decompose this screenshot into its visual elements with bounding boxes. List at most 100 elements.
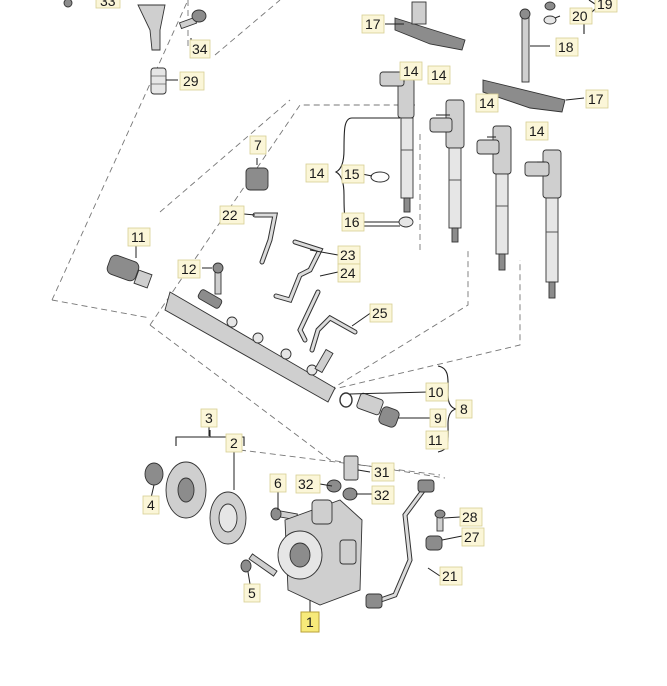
svg-text:34: 34 (192, 41, 208, 57)
callout-21: 21 (439, 566, 463, 586)
callout-29: 29 (179, 71, 205, 91)
brace-3 (175, 430, 245, 446)
callout-14-b: 14 (427, 65, 451, 85)
svg-text:12: 12 (181, 261, 197, 277)
fuel-rail (164, 289, 336, 403)
callout-17-right: 17 (585, 89, 609, 109)
svg-text:10: 10 (428, 384, 444, 400)
callout-3: 3 (200, 408, 218, 428)
part-33-bracket (63, 0, 166, 51)
parts-31-32 (326, 455, 359, 501)
callout-4: 4 (142, 495, 160, 515)
callout-labels: 33 34 29 17 20 19 18 17 14 14 14 14 14 7… (95, 0, 618, 633)
svg-text:19: 19 (597, 0, 613, 12)
high-pressure-pump (277, 499, 363, 606)
leader-lines (135, 15, 585, 612)
svg-text:7: 7 (254, 137, 262, 153)
bolt-18 (519, 8, 531, 83)
svg-text:32: 32 (374, 487, 390, 503)
svg-text:6: 6 (274, 475, 282, 491)
callout-10: 10 (425, 382, 449, 402)
svg-text:5: 5 (248, 585, 256, 601)
svg-text:22: 22 (222, 207, 238, 223)
sensor-11-top (106, 254, 153, 289)
svg-text:24: 24 (340, 265, 356, 281)
svg-text:21: 21 (442, 568, 458, 584)
svg-text:9: 9 (434, 410, 442, 426)
oring-15 (370, 171, 390, 183)
callout-5: 5 (243, 583, 261, 603)
svg-text:3: 3 (205, 410, 213, 426)
svg-text:20: 20 (572, 8, 588, 24)
injector-3 (476, 125, 512, 271)
callout-14-a: 14 (399, 61, 423, 81)
svg-text:23: 23 (340, 247, 356, 263)
svg-text:11: 11 (131, 229, 146, 245)
svg-text:11: 11 (428, 432, 443, 448)
callout-22: 22 (219, 205, 245, 225)
callout-2: 2 (225, 433, 243, 453)
callout-34: 34 (189, 39, 211, 59)
parts-27-28 (425, 509, 446, 551)
svg-text:18: 18 (558, 39, 574, 55)
callout-6: 6 (269, 473, 287, 493)
return-line-21 (365, 479, 435, 609)
bolt-5 (240, 553, 278, 577)
svg-text:33: 33 (100, 0, 116, 9)
callout-12: 12 (177, 259, 201, 279)
svg-text:2: 2 (230, 435, 238, 451)
callout-7: 7 (249, 135, 267, 155)
callout-8: 8 (455, 399, 473, 419)
svg-text:14: 14 (309, 165, 325, 181)
svg-text:14: 14 (529, 123, 545, 139)
callout-23: 23 (337, 245, 361, 265)
svg-text:14: 14 (431, 67, 447, 83)
callout-27: 27 (461, 527, 485, 547)
callout-31: 31 (371, 462, 395, 482)
callout-25: 25 (369, 303, 393, 323)
callout-32-b: 32 (371, 485, 395, 505)
svg-text:32: 32 (298, 476, 314, 492)
svg-text:15: 15 (344, 166, 360, 182)
callout-28: 28 (459, 507, 483, 527)
svg-text:14: 14 (403, 63, 419, 79)
seal-16 (398, 216, 414, 228)
callout-14-e: 14 (305, 163, 329, 183)
clamp-17-top (394, 1, 466, 51)
callout-14-d: 14 (525, 121, 549, 141)
callout-11-top: 11 (127, 227, 151, 247)
callout-9: 9 (429, 408, 447, 428)
callout-17-top: 17 (361, 14, 385, 34)
svg-text:16: 16 (344, 214, 360, 230)
svg-text:14: 14 (479, 95, 495, 111)
pipes (252, 212, 358, 353)
svg-text:28: 28 (462, 509, 478, 525)
callout-16: 16 (341, 212, 365, 232)
svg-text:31: 31 (374, 464, 390, 480)
svg-text:25: 25 (372, 305, 388, 321)
callout-11-bottom: 11 (425, 430, 449, 450)
callout-24: 24 (337, 263, 361, 283)
part-29-sleeve (150, 67, 167, 95)
svg-text:17: 17 (588, 91, 604, 107)
sensor-9-assembly (339, 392, 400, 428)
callout-19: 19 (594, 0, 618, 13)
svg-text:8: 8 (460, 401, 468, 417)
callout-15: 15 (341, 164, 365, 184)
callout-20: 20 (569, 7, 593, 25)
injector-1 (379, 71, 415, 213)
part-7-cap (245, 167, 269, 191)
washer-20 (543, 1, 557, 25)
callout-14-c: 14 (475, 93, 499, 113)
callout-32-a: 32 (295, 474, 321, 494)
clamp-17-right (482, 79, 566, 113)
callout-1: 1 (300, 611, 320, 633)
svg-text:29: 29 (183, 73, 199, 89)
injector-2 (429, 99, 465, 243)
gear-assembly (144, 461, 247, 545)
svg-text:1: 1 (306, 614, 314, 630)
svg-text:17: 17 (365, 16, 381, 32)
svg-text:4: 4 (147, 497, 155, 513)
injector-4 (524, 149, 562, 299)
